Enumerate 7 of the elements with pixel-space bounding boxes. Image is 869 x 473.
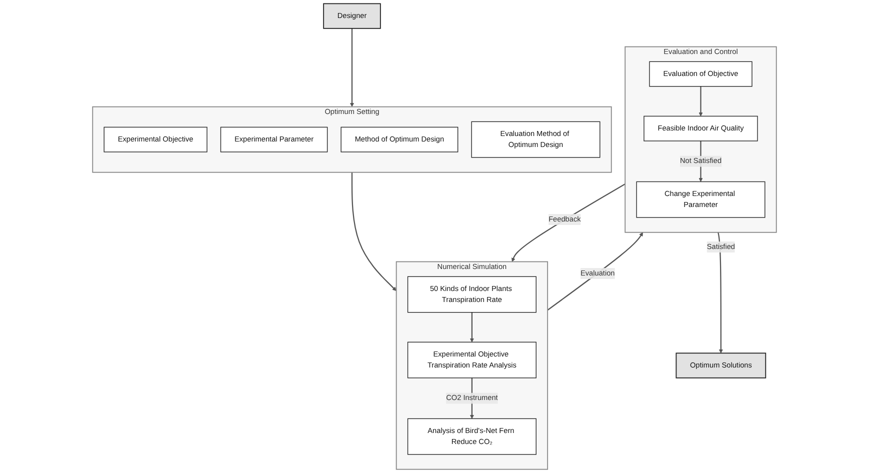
arrow [698, 86, 703, 116]
arrow [351, 172, 397, 291]
arrow [512, 184, 626, 262]
arrow [718, 232, 723, 354]
arrow [547, 232, 644, 311]
arrow [470, 312, 474, 342]
arrow [350, 28, 354, 107]
